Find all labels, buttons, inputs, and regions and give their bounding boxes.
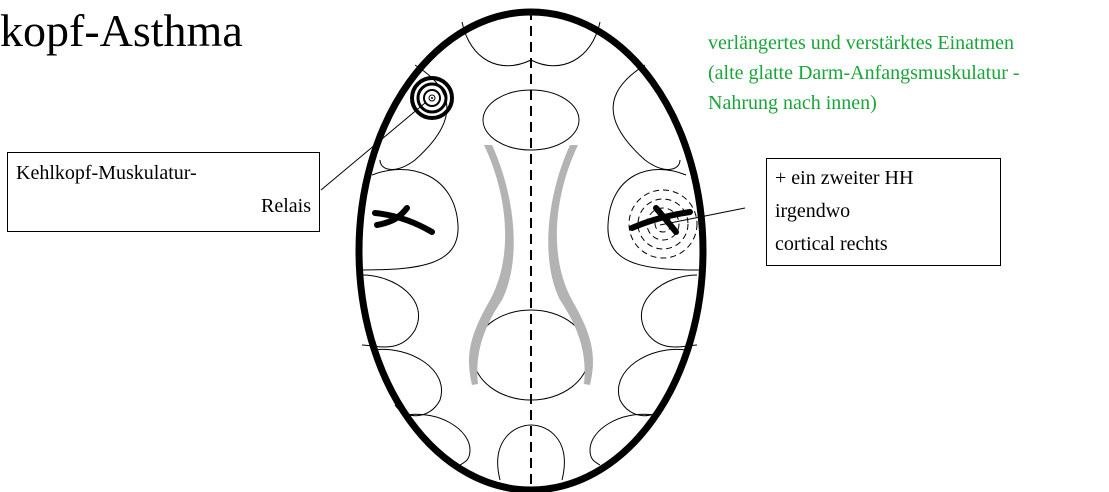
lobe-left-4 <box>373 349 442 415</box>
right-label-line-2: irgendwo <box>775 195 992 228</box>
right-label-line-3: cortical rechts <box>775 228 992 261</box>
right-ventricle <box>548 145 593 385</box>
left-ventricle <box>469 145 514 385</box>
left-label-line-2: Relais <box>16 190 311 223</box>
left-label-line-1: Kehlkopf-Muskulatur- <box>16 157 311 190</box>
right-label-line-1: + ein zweiter HH <box>775 162 992 195</box>
right-label-box: + ein zweiter HH irgendwo cortical recht… <box>766 158 1001 266</box>
left-label-box: Kehlkopf-Muskulatur- Relais <box>7 152 320 232</box>
left-relay-mark <box>375 208 432 232</box>
target-rings <box>412 78 452 118</box>
